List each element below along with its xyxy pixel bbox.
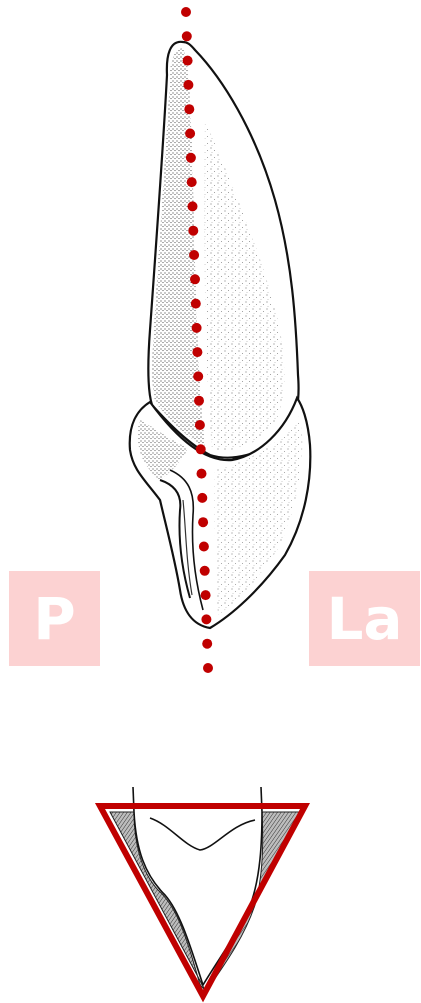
- axis-dot: [201, 590, 211, 600]
- axis-dot: [195, 420, 205, 430]
- tooth-lateral-view-illustration: [130, 42, 311, 628]
- axis-dot: [197, 469, 207, 479]
- axis-dot: [201, 614, 211, 624]
- axis-dot: [192, 347, 202, 357]
- axis-dot: [200, 566, 210, 576]
- labial-label: La: [326, 590, 402, 648]
- axis-dot: [191, 299, 201, 309]
- palatal-label-box: P: [9, 571, 100, 666]
- axis-dot: [184, 104, 194, 114]
- palatal-label: P: [33, 590, 76, 648]
- axis-dot: [188, 201, 198, 211]
- axis-dot: [182, 31, 192, 41]
- axis-dot: [202, 639, 212, 649]
- axis-dot: [188, 226, 198, 236]
- axis-dot: [190, 274, 200, 284]
- axis-dot: [197, 493, 207, 503]
- axis-dot: [181, 7, 191, 17]
- axis-dot: [187, 177, 197, 187]
- labial-label-box: La: [309, 571, 420, 666]
- axis-dot: [198, 517, 208, 527]
- axis-dot: [183, 80, 193, 90]
- axis-dot: [185, 129, 195, 139]
- axis-dot: [199, 542, 209, 552]
- axis-dot: [196, 444, 206, 454]
- axis-dot: [183, 56, 193, 66]
- axis-dot: [189, 250, 199, 260]
- axis-dot: [193, 371, 203, 381]
- tooth-cross-section-illustration: [110, 787, 300, 990]
- axis-dot: [194, 396, 204, 406]
- axis-dot: [186, 153, 196, 163]
- axis-dot: [203, 663, 213, 673]
- axis-dot: [192, 323, 202, 333]
